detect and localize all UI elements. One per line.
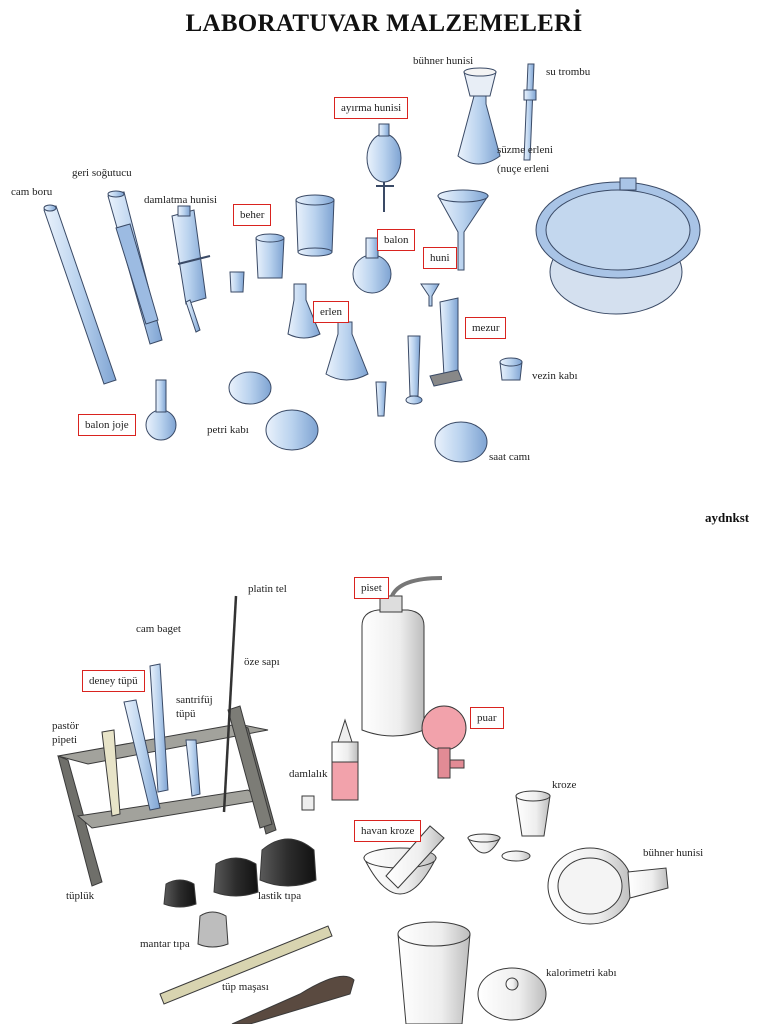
pastor-pipeti-illustration — [101, 729, 121, 817]
label-erlen: erlen — [313, 301, 349, 323]
label-beher: beher — [233, 204, 272, 226]
label-cam-boru: cam boru — [11, 186, 53, 198]
label-piset: piset — [354, 577, 389, 599]
page-title: LABORATUVAR MALZEMELERİ — [185, 10, 583, 37]
kroze-illustration — [467, 790, 551, 862]
label-mezur: mezur — [465, 317, 507, 339]
damlalik-illustration — [331, 718, 359, 801]
small-huni-illustration — [420, 283, 440, 307]
platin-tel-illustration — [222, 595, 238, 813]
cam-boru-illustration — [43, 204, 117, 385]
huni-illustration — [437, 189, 489, 271]
erlen-large-illustration — [325, 321, 369, 381]
mezur-illustration — [429, 297, 463, 387]
deney-tupu-illustration — [123, 663, 169, 811]
piset-illustration — [361, 576, 443, 737]
label-nuce-erleni: (nuçe erleni — [497, 163, 550, 175]
label-deney-tupu: deney tüpü — [82, 670, 145, 692]
label-vezin-kabi: vezin kabı — [532, 370, 578, 382]
label-tupluk: tüplük — [66, 890, 95, 902]
label-balon-joje: balon joje — [78, 414, 136, 436]
label-oze-sapi: öze sapı — [244, 656, 280, 668]
label-cam-baget: cam baget — [136, 623, 181, 635]
su-trombu-illustration — [523, 63, 537, 161]
balon-joje-illustration — [145, 379, 177, 441]
label-tup-masasi: tüp maşası — [222, 981, 269, 993]
label-suzme-erleni: süzme erleni — [497, 144, 553, 156]
petri-kabi-1-illustration — [228, 371, 272, 405]
beher-large-illustration — [295, 194, 335, 257]
geri-sogutucu-illustration — [107, 190, 163, 345]
label-saat-cami: saat camı — [489, 451, 531, 463]
tiny-beher-illustration — [229, 271, 245, 293]
label-balon: balon — [377, 229, 416, 251]
label-pastor: pastör — [52, 720, 79, 732]
label-pipeti: pipeti — [52, 734, 78, 746]
suzme-erleni-illustration — [457, 67, 501, 165]
label-buhner-hunisi-2: bühner hunisi — [643, 847, 704, 859]
buhner-large-illustration — [535, 177, 701, 315]
label-havan-kroze: havan kroze — [354, 820, 422, 842]
petri-kabi-2-illustration — [265, 409, 319, 451]
damlatma-hunisi-illustration — [171, 205, 211, 333]
label-puar: puar — [470, 707, 504, 729]
havan-kroze-illustration — [363, 825, 445, 895]
label-damlatma-hunisi: damlatma hunisi — [144, 194, 218, 206]
label-tupu: tüpü — [176, 708, 196, 720]
label-kalorimetri-kabi: kalorimetri kabı — [546, 967, 617, 979]
buhner-hunisi-white-illustration — [547, 847, 669, 925]
lastik-tipa-illustration — [163, 838, 317, 908]
label-petri-kabi: petri kabı — [207, 424, 249, 436]
label-kroze: kroze — [552, 779, 577, 791]
label-ayirma-hunisi: ayırma hunisi — [334, 97, 409, 119]
ayirma-hunisi-illustration — [366, 123, 402, 212]
label-mantar-tipa: mantar tıpa — [140, 938, 190, 950]
tup-masasi-illustration — [159, 925, 355, 1024]
beher-small-illustration — [255, 233, 285, 279]
label-su-trombu: su trombu — [546, 66, 591, 78]
label-buhner-hunisi-1: bühner hunisi — [413, 55, 474, 67]
label-damlalik: damlalık — [289, 768, 328, 780]
label-lastik-tipa: lastik tıpa — [258, 890, 302, 902]
mantar-tipa-illustration — [197, 911, 229, 948]
puar-illustration — [421, 705, 467, 779]
saat-cami-illustration — [434, 421, 488, 463]
small-bottle-illustration — [301, 795, 315, 811]
label-huni: huni — [423, 247, 457, 269]
label-platin-tel: platin tel — [248, 583, 287, 595]
label-santrifuj: santrifüj — [176, 694, 213, 706]
kalorimetri-illustration — [397, 921, 547, 1024]
vezin-kabi-illustration — [499, 357, 523, 381]
small-mezur-illustration — [407, 335, 421, 397]
label-geri-sogutucu: geri soğutucu — [72, 167, 132, 179]
author-signature: aydnkst — [705, 510, 750, 525]
